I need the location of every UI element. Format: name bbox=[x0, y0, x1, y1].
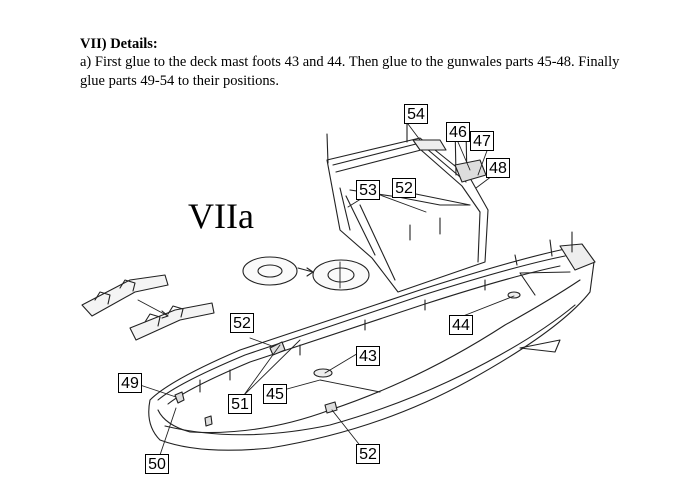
instruction-text: a) First glue to the deck mast foots 43 … bbox=[80, 54, 620, 89]
part-label-53: 53 bbox=[356, 180, 380, 200]
part-label-44: 44 bbox=[449, 315, 473, 335]
part-label-49: 49 bbox=[118, 373, 142, 393]
boat-hull bbox=[148, 231, 596, 451]
part-label-48: 48 bbox=[486, 158, 510, 178]
part-label-54: 54 bbox=[404, 104, 428, 124]
section-heading: VII) Details: bbox=[80, 36, 158, 52]
part-label-43: 43 bbox=[356, 346, 380, 366]
part-label-46: 46 bbox=[446, 122, 470, 142]
part-label-45: 45 bbox=[263, 384, 287, 404]
stern-detail bbox=[326, 107, 489, 293]
part-label-52-top: 52 bbox=[392, 178, 416, 198]
part-label-47: 47 bbox=[470, 131, 494, 151]
part-label-50: 50 bbox=[145, 454, 169, 474]
part-label-52-left: 52 bbox=[230, 313, 254, 333]
part-label-52-bottom: 52 bbox=[356, 444, 380, 464]
part-label-51: 51 bbox=[228, 394, 252, 414]
figure-label: VIIa bbox=[188, 196, 254, 236]
loose-parts bbox=[81, 256, 370, 341]
